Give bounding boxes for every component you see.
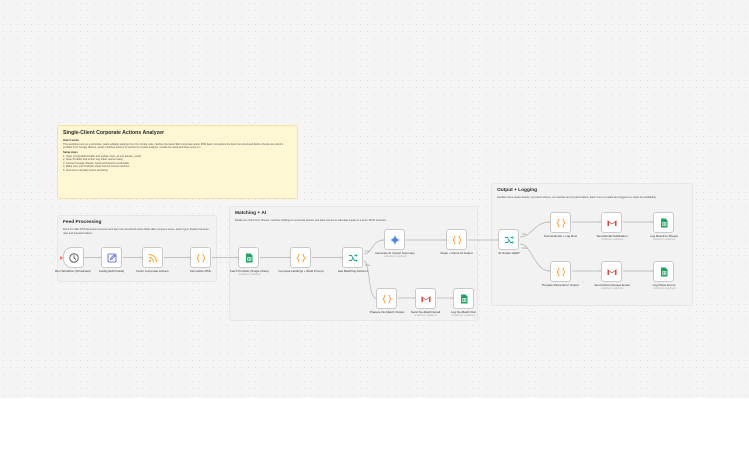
note-how-heading: How it works (63, 139, 79, 142)
if-branch-icon (348, 253, 358, 262)
branch-label-true: true (522, 232, 527, 236)
clock-icon (68, 252, 79, 263)
send-email-notification-node[interactable] (601, 212, 622, 233)
code-icon (556, 218, 565, 227)
config-node[interactable] (101, 247, 122, 268)
fetch-portfolio-node[interactable] (238, 247, 259, 268)
workflow-description-note[interactable]: Single-Client Corporate Actions Analyzer… (57, 125, 298, 199)
run-workflow-node[interactable] (60, 247, 84, 268)
section-description: Reads one client from Sheets, matches ho… (235, 219, 387, 222)
node-label: Prepare Parse Error Output (542, 282, 579, 287)
code-icon (382, 294, 391, 303)
if-branch-icon (504, 235, 514, 244)
note-step: 3. Connect Google Sheets, Gmail and Gemi… (63, 161, 129, 165)
workflow-canvas[interactable]: Single-Client Corporate Actions Analyzer… (0, 0, 749, 398)
section-title: Matching + AI (235, 211, 267, 216)
generate-ai-summary-node[interactable] (384, 229, 405, 250)
note-how-text: This workflow runs on a schedule, reads … (63, 142, 284, 150)
ai-output-valid-node[interactable] (498, 229, 519, 250)
output-logging-section[interactable]: Output + Logging Handles three cases cle… (491, 183, 693, 306)
send-admin-review-email-node[interactable] (601, 261, 622, 282)
log-no-match-run-node[interactable] (453, 288, 474, 309)
clean-parse-ai-node[interactable] (446, 229, 467, 250)
node-label: AI Output Valid? (498, 250, 520, 255)
code-icon (452, 235, 461, 244)
pencil-icon (107, 253, 116, 262)
note-step: 4. Make sure your Portfolio sheet has th… (63, 165, 130, 168)
node-sublabel: undefined: undefined (414, 314, 437, 318)
code-icon (196, 253, 205, 262)
section-title: Output + Logging (497, 188, 538, 193)
node-label: Config (Edit Fields) (98, 268, 125, 273)
node-label: Prepare No-Match Output (369, 309, 405, 314)
node-sublabel: undefined: undefined (652, 238, 676, 242)
node-sublabel: undefined: undefined (652, 287, 676, 291)
node-sublabel: undefined: undefined (600, 287, 624, 291)
node-sublabel: undefined: undefined (452, 314, 475, 318)
note-step: 2. Keep Portfolio and Action Log sheet n… (63, 158, 123, 161)
has-matching-actions-node[interactable] (342, 247, 363, 268)
note-title: Single-Client Corporate Actions Analyzer (63, 130, 165, 136)
node-sublabel: undefined: undefined (238, 273, 261, 277)
trigger-bolt-icon (60, 255, 63, 260)
prepare-no-match-node[interactable] (376, 288, 397, 309)
send-no-match-email-node[interactable] (415, 288, 436, 309)
format-email-log-row-node[interactable] (550, 212, 571, 233)
gmail-icon (606, 219, 617, 226)
section-title: Feed Processing (63, 220, 102, 225)
node-label: Run Workflow (Scheduled) (55, 268, 91, 273)
node-label: Fetch Portfolio (Single Client)undefined… (223, 269, 277, 277)
prepare-parse-error-node[interactable] (550, 261, 571, 282)
connection (363, 260, 377, 300)
rss-icon (148, 253, 157, 262)
note-step: 5. Test once manually before activating (63, 168, 108, 172)
gmail-icon (606, 268, 617, 275)
google-sheets-icon (460, 294, 467, 303)
fetch-corporate-actions-node[interactable] (142, 247, 163, 268)
gmail-icon (420, 295, 431, 302)
code-icon (296, 253, 305, 262)
node-label: Format Email + Log Row (543, 233, 578, 238)
log-result-to-sheets-node[interactable] (653, 212, 674, 233)
code-icon (556, 267, 565, 276)
normalize-rss-node[interactable] (190, 247, 211, 268)
node-label: Fetch Corporate Actions (136, 268, 169, 273)
node-sublabel: undefined: undefined (600, 238, 624, 242)
connection (363, 238, 385, 255)
connection (519, 220, 551, 238)
google-sheets-icon (660, 267, 667, 276)
connection (519, 243, 551, 273)
node-sublabel: undefined: undefined (383, 255, 407, 259)
branch-label-false: false (522, 246, 528, 250)
google-sheets-icon (245, 253, 252, 262)
section-description: Handles three cases cleanly: no-match ac… (497, 196, 657, 199)
log-parse-errors-node[interactable] (653, 261, 674, 282)
note-setup-heading: Setup steps (63, 151, 78, 154)
branch-label-true: true (365, 249, 370, 253)
node-label: Clean + Parse AI Output (440, 250, 473, 255)
note-step: 1. Open Config (Edit Fields) and update … (63, 154, 141, 158)
node-label: Compute Holdings + Build Prompt (278, 268, 324, 273)
branch-label-false: false (365, 263, 371, 267)
section-description: Runs the SEC RSS feed and converts each … (63, 228, 210, 235)
google-sheets-icon (660, 218, 667, 227)
connections-layer: true false true false (84, 220, 654, 300)
compute-holdings-node[interactable] (290, 247, 311, 268)
gemini-icon (389, 234, 400, 245)
node-label: Has Matching Actions? (337, 268, 369, 273)
node-label: Normalize RSS (190, 268, 211, 273)
